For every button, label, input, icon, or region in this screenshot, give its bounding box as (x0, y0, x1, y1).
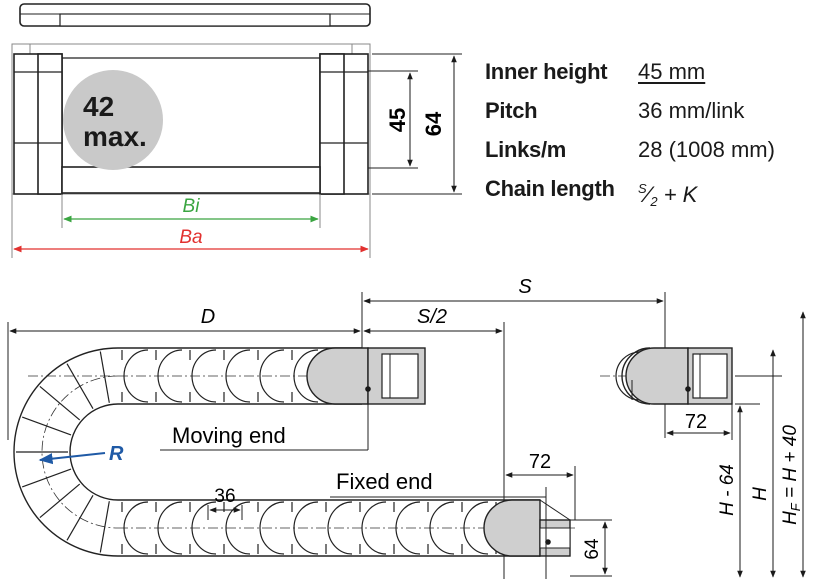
chain-link (293, 349, 319, 403)
installation-drawing: S D S/2 (7, 276, 806, 579)
cross-section: 42 max. 45 64 Bi Ba (11, 3, 462, 258)
max-height-badge (63, 70, 163, 170)
chain-link (157, 349, 183, 403)
chain-links-bend (16, 351, 110, 553)
chain-link (191, 349, 217, 403)
dim-72-top: 72 (685, 411, 707, 433)
spec-value-pitch: 36 mm/link (638, 98, 745, 123)
dim-72-bottom: 72 (529, 451, 551, 473)
label-ba: Ba (179, 227, 202, 248)
spec-label-links: Links/m (485, 137, 567, 162)
spec-label-pitch: Pitch (485, 98, 538, 123)
spec-value-chain-length: S⁄2 + K (638, 181, 698, 209)
chain-link (99, 351, 110, 403)
dim-s: S (518, 276, 532, 298)
dim-h: H (750, 487, 771, 501)
chain-link (66, 494, 94, 541)
chain-link (429, 501, 455, 555)
chain-link (99, 501, 110, 553)
chain-link (191, 501, 217, 555)
spec-table: Inner height 45 mm Pitch 36 mm/link Link… (485, 52, 820, 209)
chain-link (39, 385, 81, 421)
spec-label-inner-height: Inner height (485, 59, 608, 84)
dim-hf: HF = H + 40 (780, 425, 803, 525)
chain-links-lower (121, 501, 523, 555)
dim-64-bottom: 64 (582, 538, 603, 560)
chain-link (293, 501, 319, 555)
label-r: R (109, 443, 124, 465)
chain-link (39, 483, 81, 519)
fixed-end-bracket (483, 499, 571, 557)
chain-link (463, 501, 489, 555)
label-fixed-end: Fixed end (336, 469, 433, 494)
chain-link (157, 501, 183, 555)
dim-h-minus-64: H - 64 (717, 464, 738, 516)
spec-row-links: Links/m 28 (1008 mm) (485, 130, 820, 169)
chain-link (395, 501, 421, 555)
badge-line2: max. (83, 121, 147, 152)
chain-link (259, 349, 285, 403)
detached-moving-end (600, 347, 733, 405)
spec-row-chain-length: Chain length S⁄2 + K (485, 169, 820, 209)
spec-row-pitch: Pitch 36 mm/link (485, 91, 820, 130)
spec-value-inner-height: 45 mm (638, 59, 706, 84)
chain-link (21, 468, 72, 488)
chain-link (66, 363, 94, 410)
chain-link (361, 501, 387, 555)
spec-value-links: 28 (1008 mm) (638, 137, 775, 162)
label-moving-end: Moving end (172, 423, 286, 448)
chain-link (327, 501, 353, 555)
spec-row-inner-height: Inner height 45 mm (485, 52, 820, 91)
label-bi: Bi (183, 196, 201, 217)
radius-arrow (38, 452, 106, 465)
dim-45: 45 (385, 108, 410, 132)
chain-link (259, 501, 285, 555)
spec-label-chain-length: Chain length (485, 176, 615, 201)
moving-end-bracket (306, 347, 426, 405)
bottom-crossbar (61, 166, 321, 194)
chain-bend (13, 347, 119, 557)
dim-d: D (201, 306, 215, 328)
chain-link (225, 349, 251, 403)
chain-link (225, 501, 251, 555)
dim-64: 64 (421, 111, 446, 136)
badge-line1: 42 (83, 91, 114, 122)
dim-pitch-36: 36 (214, 486, 235, 507)
chain-link (21, 416, 72, 436)
chain-link (123, 349, 149, 403)
chain-link (123, 501, 149, 555)
dim-s-half: S/2 (417, 306, 447, 328)
